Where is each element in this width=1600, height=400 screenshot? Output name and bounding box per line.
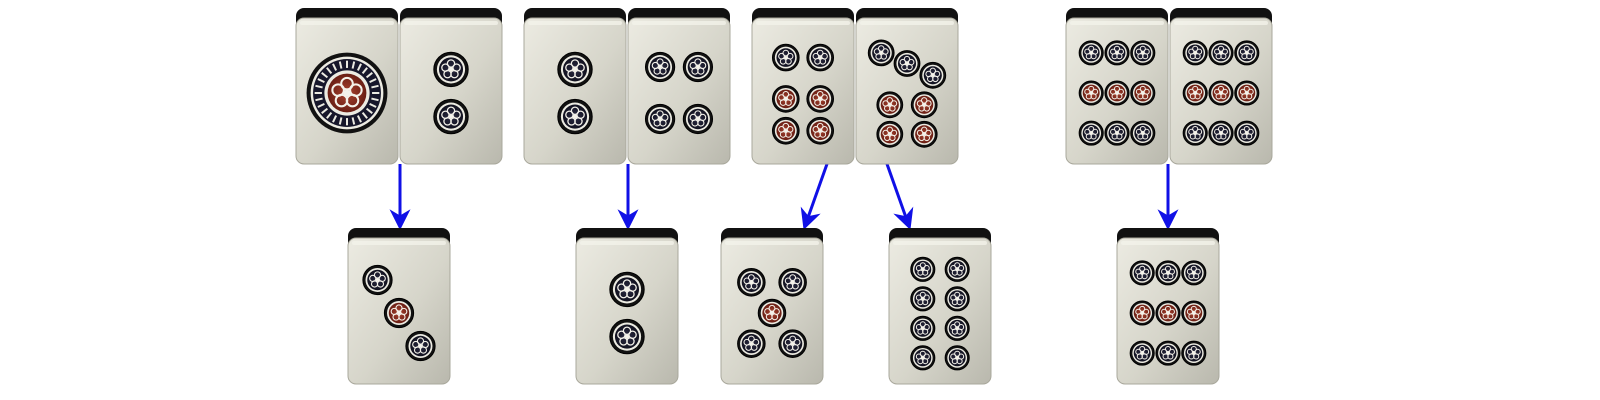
dark-pip <box>893 50 921 77</box>
dark-pip <box>1078 40 1104 66</box>
tiles-layer <box>295 8 1273 385</box>
dark-pip <box>778 268 807 297</box>
dark-pip <box>867 39 895 67</box>
dark-pip <box>806 43 835 72</box>
dark-pip <box>944 345 970 371</box>
dark-pip <box>682 51 714 83</box>
tile-group-1 <box>295 8 503 385</box>
input-tile-4-pin <box>627 8 731 165</box>
red-pip <box>1104 80 1130 106</box>
dark-pip <box>919 61 947 89</box>
tile-face <box>627 17 731 165</box>
output-tile-9-pin <box>1116 228 1220 385</box>
dark-pip <box>944 256 970 282</box>
red-pip <box>806 116 835 145</box>
red-pip <box>876 91 904 119</box>
input-tile-9-pin <box>1065 8 1169 165</box>
output-tile-3-pin <box>347 228 451 385</box>
dark-pip <box>362 264 393 296</box>
tile-face <box>575 237 679 385</box>
dark-pip <box>557 51 593 88</box>
red-pip <box>806 85 835 113</box>
tile-face <box>523 17 627 165</box>
red-pip <box>1130 80 1156 106</box>
input-tile-9-pin <box>1169 8 1273 165</box>
dark-pip <box>609 318 645 355</box>
input-tile-6-pin <box>751 8 855 165</box>
tile-group-3 <box>720 8 992 385</box>
dark-pip <box>771 43 800 72</box>
dark-pip <box>433 51 469 88</box>
dark-pip <box>1078 120 1104 146</box>
output-tile-2-pin <box>575 228 679 385</box>
input-tile-2-pin <box>399 8 503 165</box>
dark-pip <box>737 329 766 358</box>
dark-pip <box>910 315 936 341</box>
dark-pip <box>910 286 936 312</box>
dark-pip <box>644 51 676 83</box>
red-pip <box>1078 80 1104 106</box>
dark-pip <box>1130 120 1156 146</box>
tile-group-4 <box>1065 8 1273 385</box>
dark-pip <box>609 271 645 308</box>
arrows-layer <box>389 163 1179 231</box>
red-pip <box>771 116 800 145</box>
dark-pip <box>644 103 676 135</box>
arrow <box>885 163 914 230</box>
dark-pip <box>1104 120 1130 146</box>
red-pip <box>1182 80 1208 106</box>
dark-pip <box>944 315 970 341</box>
dark-pip <box>1208 120 1234 146</box>
dark-pip <box>1234 40 1260 66</box>
dark-pip <box>737 268 766 297</box>
red-pip <box>910 120 938 148</box>
dark-pip <box>1182 40 1208 66</box>
tile-face <box>751 17 855 165</box>
dark-pip <box>1155 260 1181 286</box>
tile-face <box>855 17 959 165</box>
dark-pip <box>1129 340 1155 366</box>
red-pip <box>771 85 800 113</box>
one-pin-pip <box>306 52 388 134</box>
dark-pip <box>1104 40 1130 66</box>
input-tile-1-pin <box>295 8 399 165</box>
dark-pip <box>1181 340 1207 366</box>
dark-pip <box>405 330 436 362</box>
dark-pip <box>778 329 807 358</box>
dark-pip <box>1208 40 1234 66</box>
red-pip <box>1155 300 1181 326</box>
red-pip <box>1234 80 1260 106</box>
dark-pip <box>1181 260 1207 286</box>
input-tile-7-pin <box>855 8 959 165</box>
arrow <box>800 163 829 230</box>
dark-pip <box>910 256 936 282</box>
red-pip <box>757 298 787 328</box>
red-pip <box>876 120 904 148</box>
red-pip <box>1181 300 1207 326</box>
dark-pip <box>1155 340 1181 366</box>
output-tile-8-pin <box>888 228 992 385</box>
tile-face <box>888 237 992 385</box>
dark-pip <box>944 286 970 312</box>
input-tile-2-pin <box>523 8 627 165</box>
dark-pip <box>1130 40 1156 66</box>
dark-pip <box>1182 120 1208 146</box>
red-pip <box>1129 300 1155 326</box>
red-pip <box>1208 80 1234 106</box>
tile-face <box>399 17 503 165</box>
tile-group-2 <box>523 8 731 385</box>
dark-pip <box>1234 120 1260 146</box>
dark-pip <box>557 98 593 135</box>
dark-pip <box>1129 260 1155 286</box>
red-pip <box>383 297 415 329</box>
red-pip <box>910 91 938 119</box>
dark-pip <box>433 98 469 135</box>
dark-pip <box>682 103 714 135</box>
dark-pip <box>910 345 936 371</box>
output-tile-5-pin <box>720 228 824 385</box>
